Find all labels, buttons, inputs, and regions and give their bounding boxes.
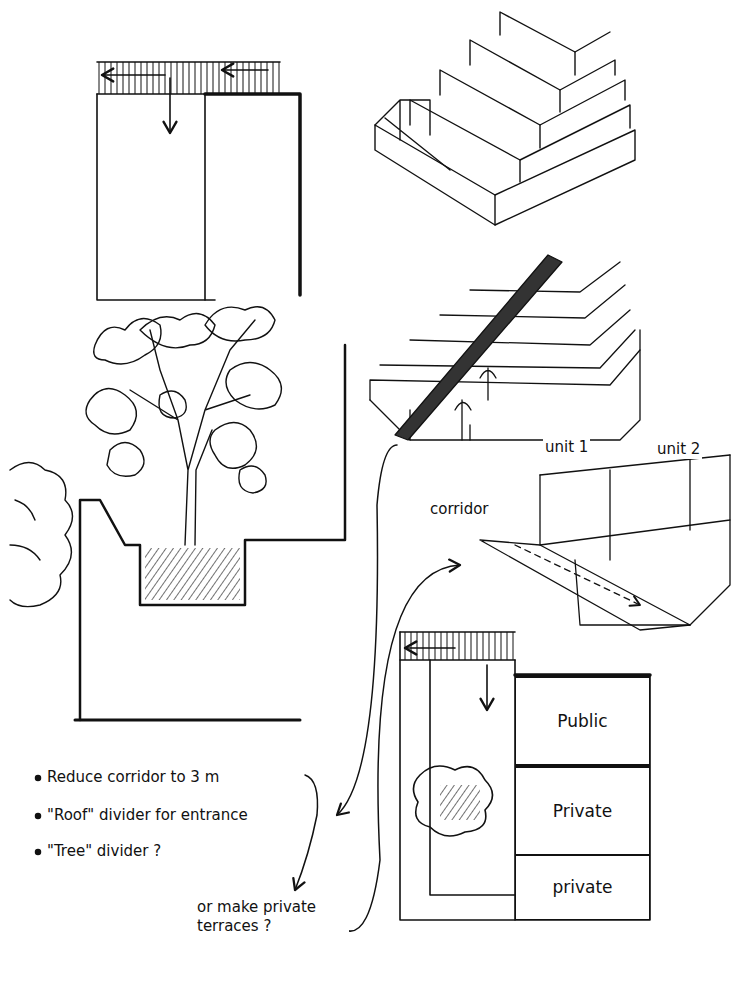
sketch-label: unit 2 xyxy=(655,440,702,459)
design-note: "Roof" divider for entrance xyxy=(45,806,250,825)
sketch-label: unit 1 xyxy=(543,438,590,457)
room-box: Private xyxy=(515,765,650,855)
room-label: private xyxy=(552,877,612,897)
room-label: Private xyxy=(553,801,612,821)
stepped-massing xyxy=(375,12,635,225)
stairs-sketch xyxy=(370,255,640,440)
room-box: Public xyxy=(515,675,650,765)
tree-section xyxy=(10,307,345,720)
sketch-label: corridor xyxy=(428,500,491,519)
corridor-perspective xyxy=(480,455,730,630)
room-box: private xyxy=(515,855,650,920)
note-arrows xyxy=(36,445,461,931)
design-note: or make private terraces ? xyxy=(195,898,349,936)
room-label: Public xyxy=(557,711,607,731)
design-note: "Tree" divider ? xyxy=(45,842,163,861)
plan-sketch xyxy=(400,632,650,920)
plan-sketch xyxy=(97,62,300,300)
design-note: Reduce corridor to 3 m xyxy=(45,768,221,787)
